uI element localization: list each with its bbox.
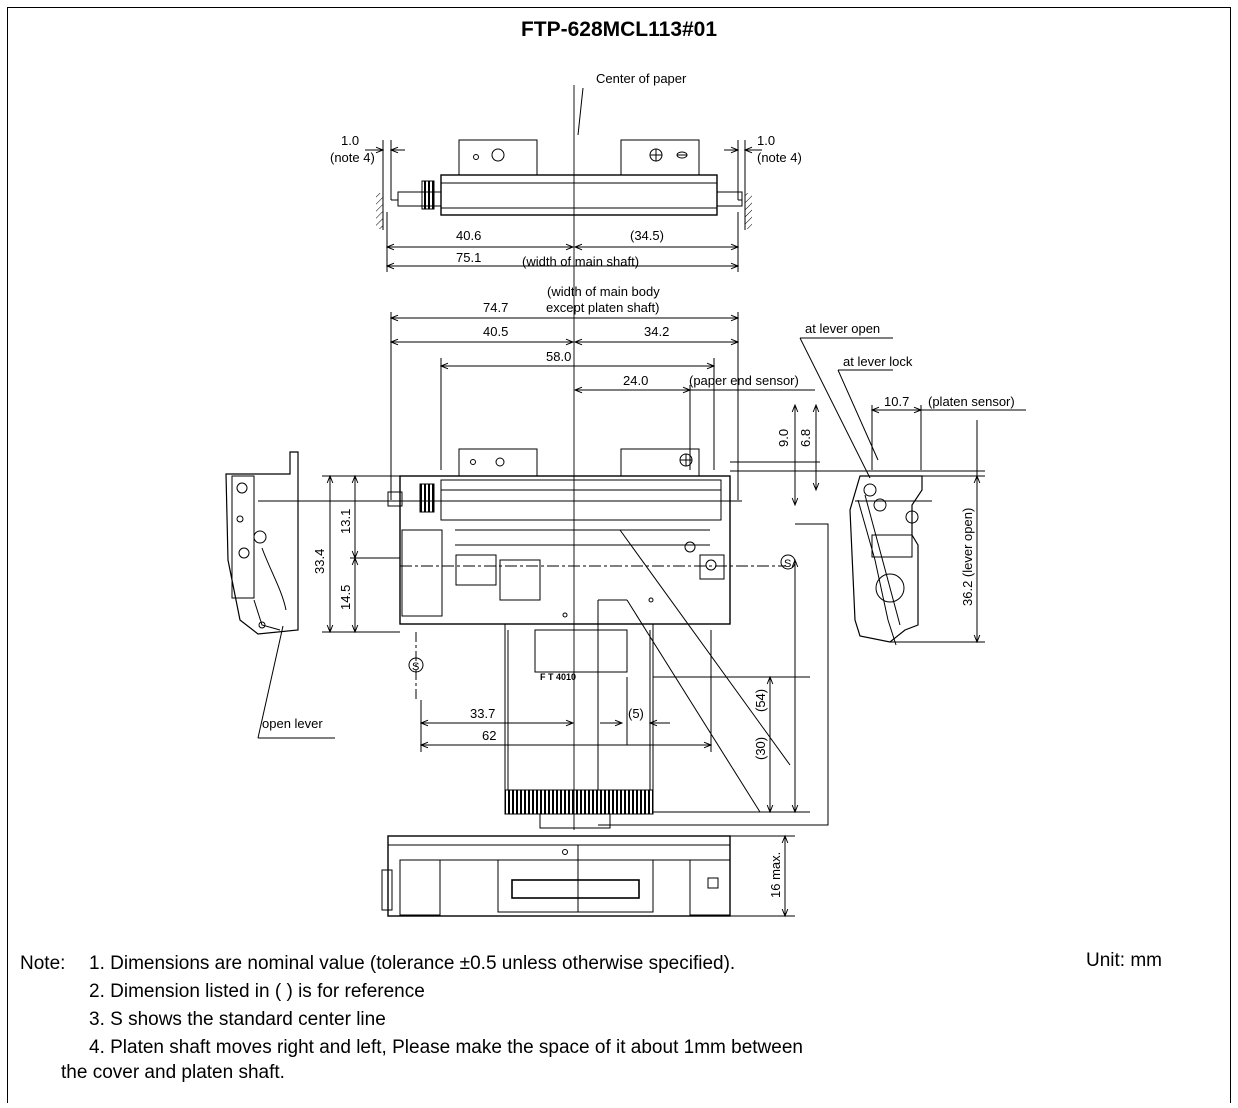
clearance-left-note: (note 4) [330, 150, 375, 165]
dim-9: 9.0 [776, 429, 791, 447]
dim-left-shaft: 40.6 [456, 228, 481, 243]
body-label-2: except platen shaft) [546, 300, 659, 315]
dim-body-left: 40.5 [483, 324, 508, 339]
s-mark-right: S [784, 558, 791, 570]
body-label-1: (width of main body [547, 284, 660, 299]
dim-36-2: 36.2 (lever open) [960, 508, 975, 606]
drawing-title: FTP-628MCL113#01 [520, 18, 718, 41]
note-2: 2. Dimension listed in ( ) is for refere… [89, 981, 425, 1002]
dim-30: (30) [753, 737, 768, 760]
left-wall-hatch [376, 193, 383, 229]
notes-label: Note: [20, 953, 66, 974]
fpc-text: F T 4010 [540, 672, 576, 682]
bottom-view [381, 835, 731, 917]
dim-33-4: 33.4 [312, 549, 327, 574]
unit-label: Unit: mm [1086, 950, 1162, 971]
paper-end-sensor-label: (paper end sensor) [689, 373, 799, 388]
dim-platen-sensor: 10.7 [884, 394, 909, 409]
open-lever-label: open lever [262, 716, 323, 731]
dim-16-max: 16 max. [768, 852, 783, 898]
clearance-right: 1.0 [757, 133, 775, 148]
dim-13-1: 13.1 [338, 509, 353, 534]
dim-33-7: 33.7 [470, 706, 495, 721]
dim-body-right: 34.2 [644, 324, 669, 339]
dim-58: 58.0 [546, 349, 571, 364]
main-shaft-label: (width of main shaft) [522, 254, 639, 269]
dim-24: 24.0 [623, 373, 648, 388]
dim-right-shaft: (34.5) [630, 228, 664, 243]
dim-14-5: 14.5 [338, 585, 353, 610]
right-side-view [849, 475, 932, 646]
fpc-contacts [504, 789, 654, 815]
note-3: 3. S shows the standard center line [89, 1009, 386, 1030]
top-view [365, 139, 762, 272]
front-view [387, 448, 796, 625]
dim-main-shaft: 75.1 [456, 250, 481, 265]
left-side-view [225, 451, 299, 635]
clearance-left: 1.0 [341, 133, 359, 148]
dim-body: 74.7 [483, 300, 508, 315]
platen-sensor-label: (platen sensor) [928, 394, 1015, 409]
at-lever-open-label: at lever open [805, 321, 880, 336]
right-wall-hatch [745, 193, 752, 229]
dim-54: (54) [753, 689, 768, 712]
drawing-frame [7, 7, 1231, 1103]
note-4: 4. Platen shaft moves right and left, Pl… [89, 1037, 803, 1058]
dim-62: 62 [482, 728, 496, 743]
at-lever-lock-label: at lever lock [843, 354, 913, 369]
note-1: 1. Dimensions are nominal value (toleran… [89, 953, 736, 974]
dim-5: (5) [628, 706, 644, 721]
clearance-right-note: (note 4) [757, 150, 802, 165]
dim-6-8: 6.8 [798, 429, 813, 447]
center-of-paper-label: Center of paper [596, 71, 687, 86]
s-mark-left: S [412, 661, 419, 673]
note-4-continuation: the cover and platen shaft. [61, 1062, 285, 1083]
